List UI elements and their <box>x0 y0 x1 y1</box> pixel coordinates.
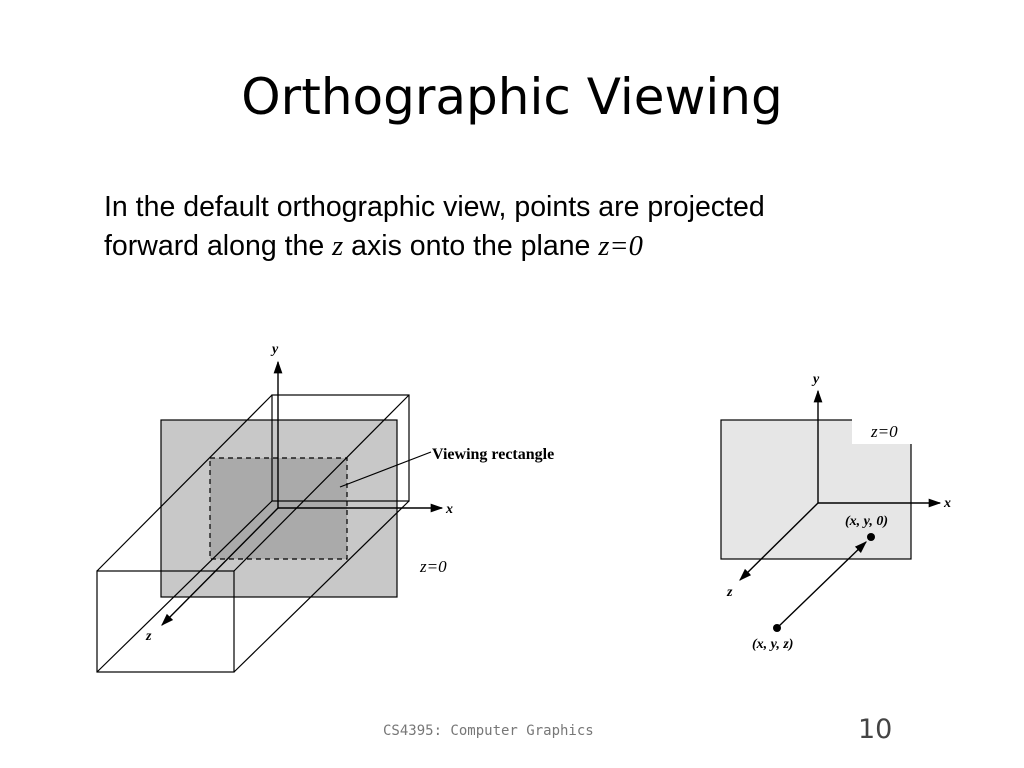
viewing-rectangle-label: Viewing rectangle <box>432 446 554 463</box>
viewing-rectangle-leader <box>339 451 432 488</box>
left-z-axis <box>161 507 279 626</box>
body-text-part1: In the default orthographic view, points… <box>104 191 765 262</box>
right-z-axis <box>739 502 819 581</box>
right-x-label: x <box>943 496 951 511</box>
source-point <box>773 624 781 632</box>
left-plane-label: z=0 <box>419 557 447 576</box>
body-paragraph: In the default orthographic view, points… <box>104 188 784 266</box>
left-figure: y x z Viewing rectangle z=0 <box>96 342 554 673</box>
left-x-label: x <box>445 502 453 517</box>
projected-point <box>867 533 875 541</box>
projected-point-label: (x, y, 0) <box>845 514 888 529</box>
left-y-label: y <box>270 342 279 357</box>
slide-title: Orthographic Viewing <box>241 68 783 126</box>
right-figure: y x z z=0 (x, y, 0) (x, y, z) <box>720 372 951 652</box>
body-text-part2: axis onto the plane <box>343 230 599 262</box>
view-volume <box>96 394 410 673</box>
projection-line <box>776 541 867 629</box>
right-plane-label-box <box>852 418 912 444</box>
source-point-label: (x, y, z) <box>752 637 793 652</box>
body-math-plane: z=0 <box>598 231 643 262</box>
page-number: 10 <box>858 714 893 745</box>
body-math-z: z <box>332 231 344 262</box>
left-z-label: z <box>145 629 152 644</box>
right-plane-label: z=0 <box>870 422 898 441</box>
footer-course: CS4395: Computer Graphics <box>383 723 594 739</box>
right-z-label: z <box>726 585 733 600</box>
right-y-label: y <box>811 372 820 387</box>
